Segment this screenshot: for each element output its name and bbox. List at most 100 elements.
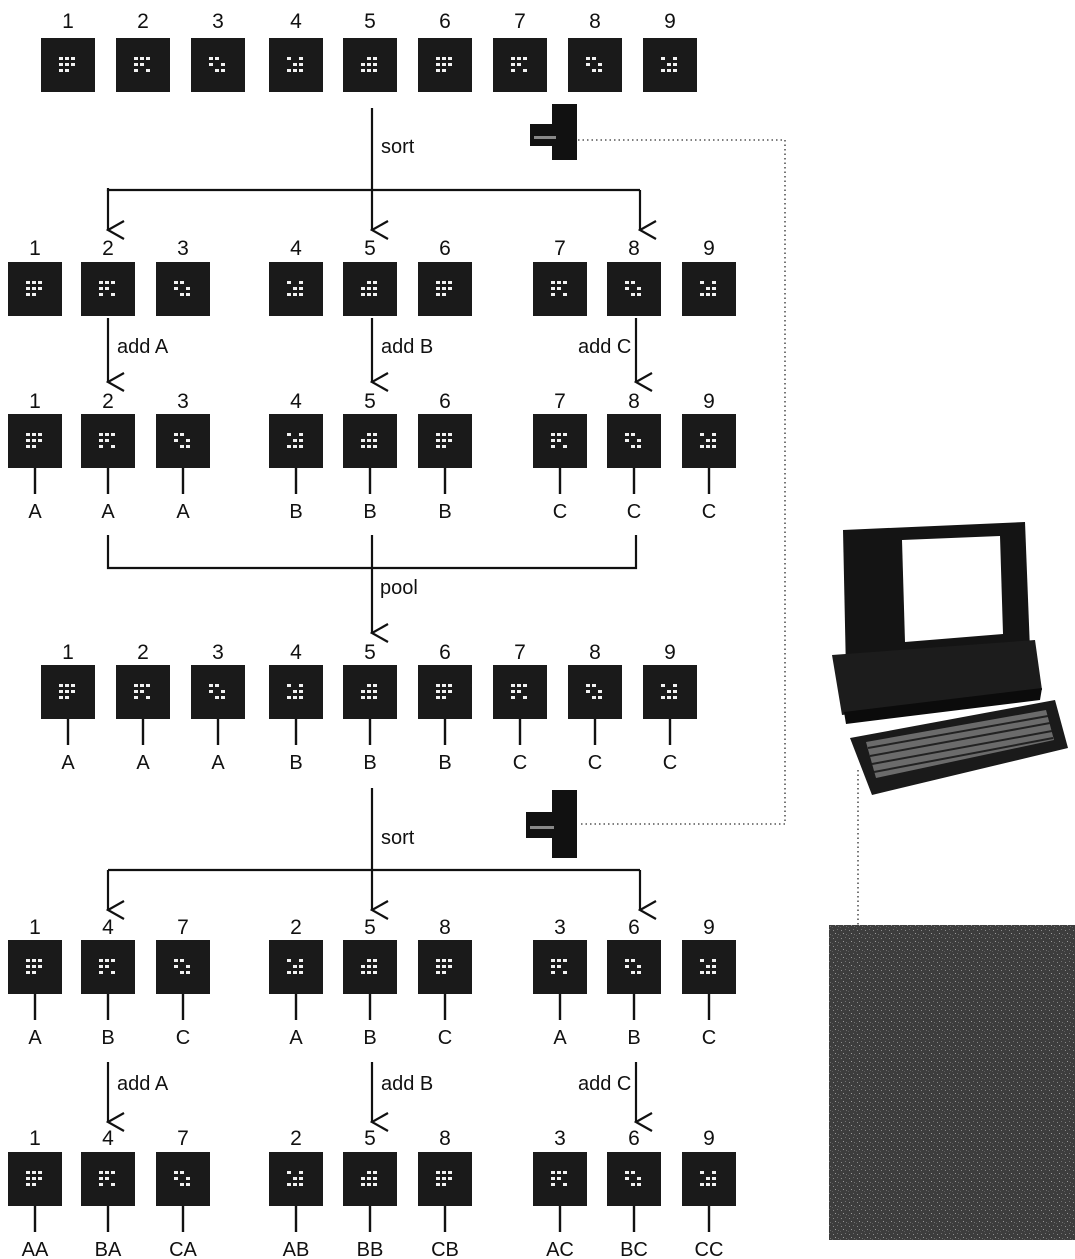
- well: 4: [269, 10, 323, 92]
- well-tag: A: [176, 501, 190, 523]
- well-number: 8: [589, 10, 601, 33]
- well-number: 3: [212, 641, 224, 664]
- storage-unit-icon: [829, 925, 1075, 1240]
- well: 3A: [533, 916, 587, 1049]
- well-tag: A: [28, 501, 42, 523]
- well: 3: [156, 237, 210, 316]
- sort-label-1: sort: [381, 136, 415, 158]
- well: 3A: [191, 641, 245, 774]
- row-sorted-1: 123456789: [8, 237, 736, 316]
- well-tag: C: [553, 501, 567, 523]
- well-number: 2: [137, 641, 149, 664]
- well-number: 9: [703, 1127, 715, 1150]
- row-added-2: 1AA4BA7CA2AB5BB8CB3AC6BC9CC: [8, 1127, 736, 1259]
- well: 9C: [682, 390, 736, 523]
- well-number: 6: [439, 10, 451, 33]
- well: 1AA: [8, 1127, 62, 1259]
- well-number: 8: [628, 237, 640, 260]
- well-number: 7: [514, 10, 526, 33]
- well-tag: B: [363, 501, 376, 523]
- well-number: 8: [589, 641, 601, 664]
- bead-tile: [191, 665, 245, 719]
- well: 2: [81, 237, 135, 316]
- well-tag: B: [363, 752, 376, 774]
- add-a-label-1: add A: [117, 336, 169, 358]
- well: 4B: [81, 916, 135, 1049]
- well-number: 2: [102, 237, 114, 260]
- well-number: 6: [439, 390, 451, 413]
- well-number: 7: [554, 390, 566, 413]
- well-tag: BC: [620, 1239, 648, 1259]
- well: 2: [116, 10, 170, 92]
- well: 9C: [643, 641, 697, 774]
- well-number: 4: [102, 1127, 114, 1150]
- well-tag: CC: [695, 1239, 724, 1259]
- bead-tile: [568, 38, 622, 92]
- well-number: 8: [439, 916, 451, 939]
- well: 5B: [343, 641, 397, 774]
- well-number: 9: [664, 10, 676, 33]
- well-number: 3: [177, 237, 189, 260]
- well: 7C: [156, 916, 210, 1049]
- well-number: 9: [703, 916, 715, 939]
- well-number: 1: [29, 237, 41, 260]
- well-number: 9: [703, 390, 715, 413]
- well: 8: [568, 10, 622, 92]
- add-a-label-2: add A: [117, 1073, 169, 1095]
- well: 2A: [116, 641, 170, 774]
- well-number: 2: [137, 10, 149, 33]
- connectors: [108, 108, 858, 1122]
- well: 9CC: [682, 1127, 736, 1259]
- well: 9C: [682, 916, 736, 1049]
- well-tag: B: [363, 1027, 376, 1049]
- well-number: 6: [628, 916, 640, 939]
- well-tag: B: [289, 752, 302, 774]
- bead-tile: [607, 940, 661, 994]
- bead-tile: [607, 414, 661, 468]
- well: 3AC: [533, 1127, 587, 1259]
- well-number: 9: [664, 641, 676, 664]
- well: 8C: [568, 641, 622, 774]
- well: 3A: [156, 390, 210, 523]
- sorter-device-icon: [530, 104, 577, 160]
- well: 4B: [269, 641, 323, 774]
- well: 4: [269, 237, 323, 316]
- well-tag: AA: [22, 1239, 49, 1259]
- well: 4B: [269, 390, 323, 523]
- well-number: 5: [364, 390, 376, 413]
- well: 7C: [533, 390, 587, 523]
- bead-tile: [156, 940, 210, 994]
- well: 6B: [418, 641, 472, 774]
- well-number: 3: [177, 390, 189, 413]
- sort-label-2: sort: [381, 827, 415, 849]
- well-number: 7: [554, 237, 566, 260]
- row-added-1: 1A2A3A4B5B6B7C8C9C: [8, 390, 736, 523]
- well: 5B: [343, 390, 397, 523]
- row-pooled: 1A2A3A4B5B6B7C8C9C: [41, 641, 697, 774]
- well: 7: [533, 237, 587, 316]
- well-tag: C: [663, 752, 677, 774]
- well-number: 3: [212, 10, 224, 33]
- bead-tile: [568, 665, 622, 719]
- well-number: 4: [290, 237, 302, 260]
- well: 8: [607, 237, 661, 316]
- well: 6BC: [607, 1127, 661, 1259]
- well-number: 9: [703, 237, 715, 260]
- well-tag: A: [28, 1027, 42, 1049]
- well: 2A: [269, 916, 323, 1049]
- well-tag: B: [438, 752, 451, 774]
- well: 2AB: [269, 1127, 323, 1259]
- well: 1A: [8, 390, 62, 523]
- sort-bar-1: [108, 188, 640, 190]
- well-tag: C: [702, 501, 716, 523]
- well-number: 5: [364, 237, 376, 260]
- well-tag: C: [438, 1027, 452, 1049]
- well: 6B: [607, 916, 661, 1049]
- well: 5: [343, 237, 397, 316]
- well: 7C: [493, 641, 547, 774]
- well-number: 8: [628, 390, 640, 413]
- well-tag: C: [513, 752, 527, 774]
- well-number: 4: [290, 10, 302, 33]
- well-number: 4: [102, 916, 114, 939]
